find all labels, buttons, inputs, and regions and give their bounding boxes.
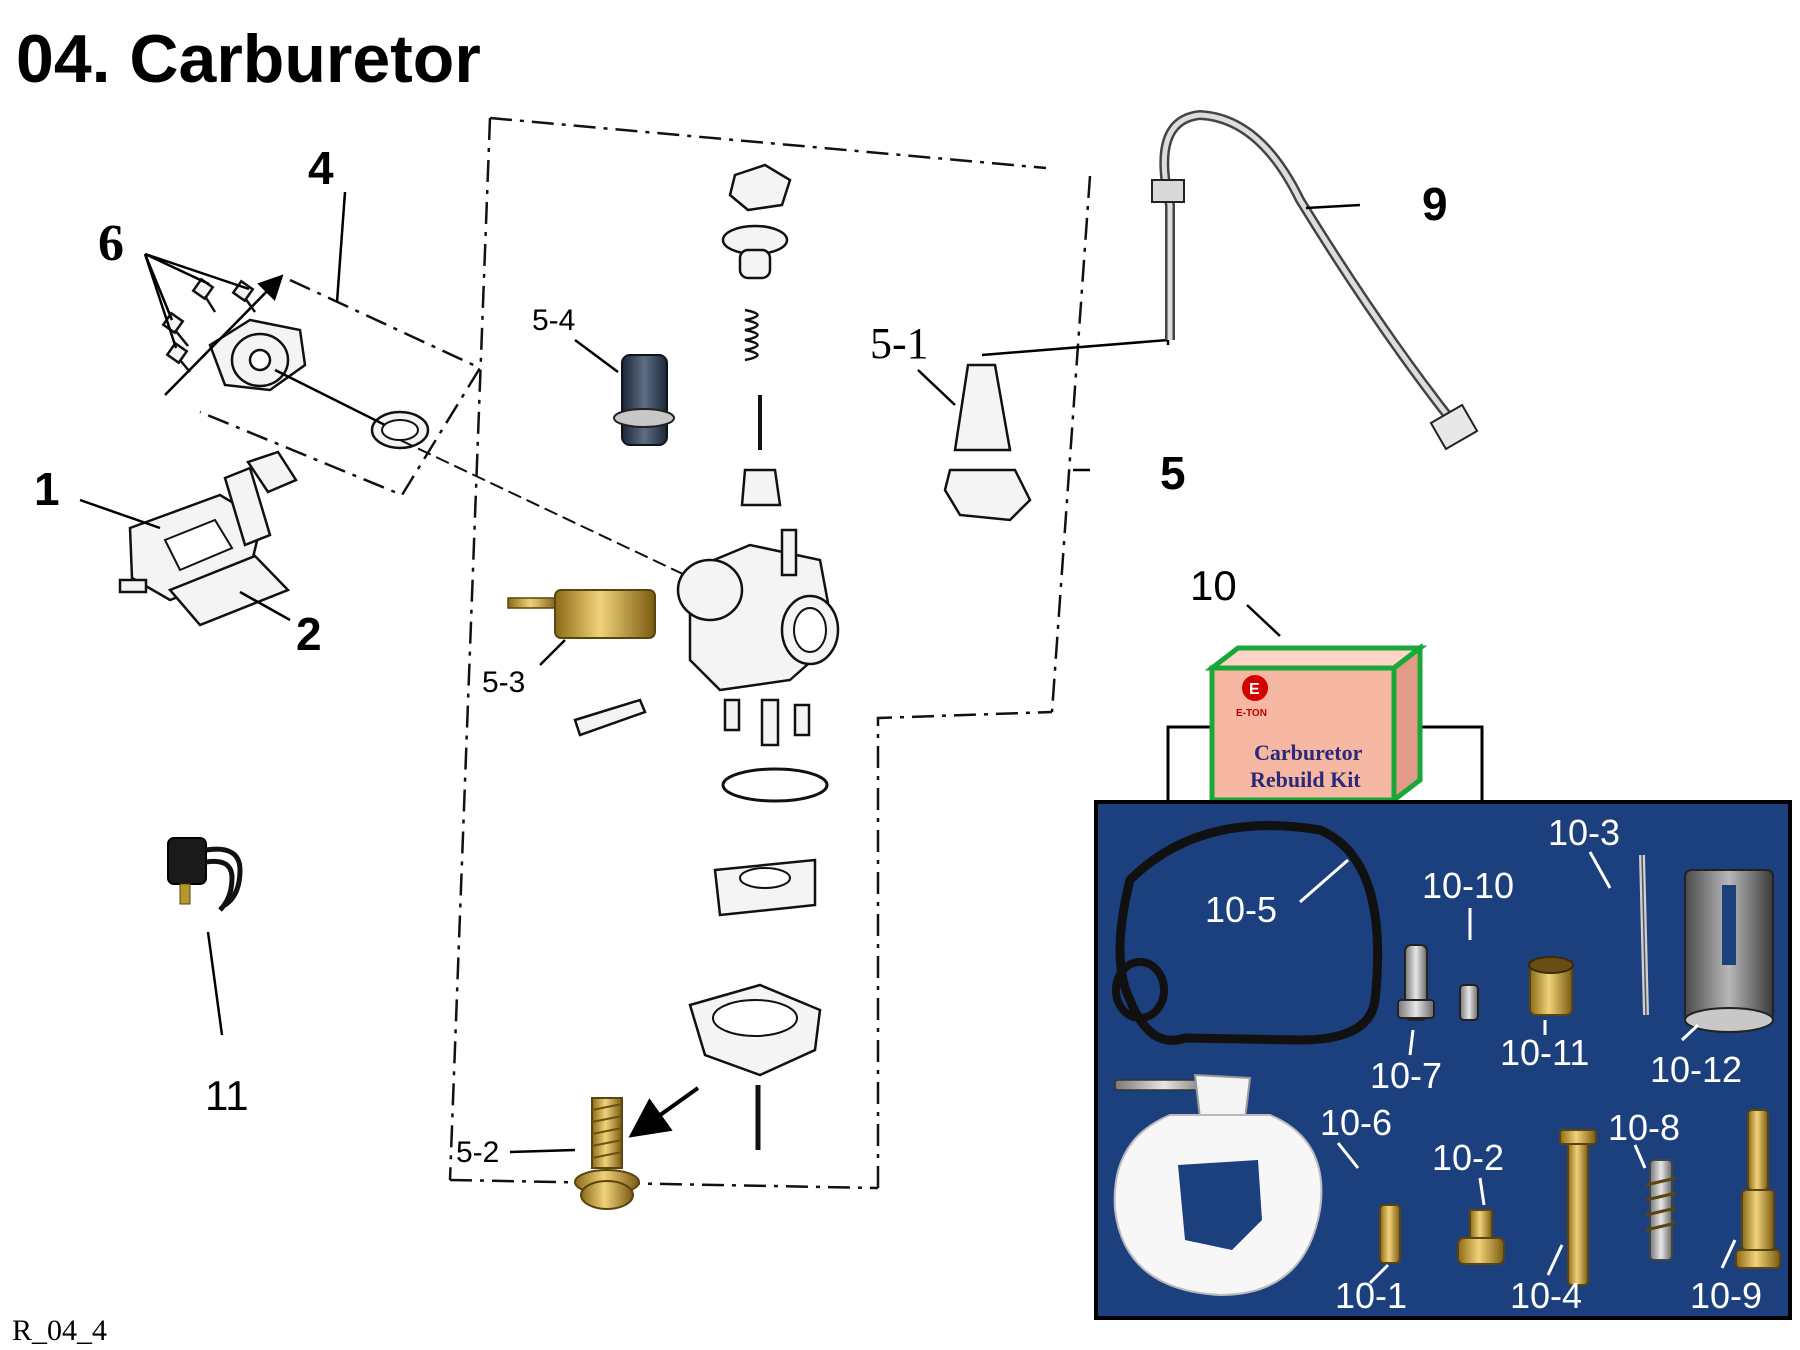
- kit-box-line1: Carburetor: [1254, 740, 1363, 765]
- part-10-7: [1397, 944, 1435, 1021]
- part-10-6-float: [1113, 1073, 1323, 1297]
- callout-6: 6: [98, 215, 124, 272]
- callout-2: 2: [296, 608, 322, 660]
- electric-choke-11: [167, 837, 243, 912]
- kit-contents-panel: 10-5 10-10 10-3 10-7 10-11 10-12 10-6 10…: [1094, 800, 1792, 1320]
- kit-label-10-4: 10-4: [1510, 1275, 1582, 1316]
- callout-5: 5: [1160, 447, 1186, 499]
- kit-label-10-11: 10-11: [1500, 1032, 1589, 1073]
- throttle-cap-5-1: [943, 338, 1170, 522]
- callout-9: 9: [1422, 178, 1448, 230]
- kit-label-10-6: 10-6: [1320, 1102, 1392, 1143]
- callout-10: 10: [1190, 562, 1237, 609]
- eton-logo-text: E-TON: [1236, 708, 1267, 719]
- part-10-10: [1459, 984, 1479, 1021]
- callout-1: 1: [34, 463, 60, 515]
- screw-5-2: [574, 1086, 700, 1210]
- throttle-cable-9: [1151, 109, 1479, 451]
- carburetor-assembly-outline: [448, 116, 1092, 1190]
- airbox-assembly: [161, 274, 482, 497]
- kit-box-line2: Rebuild Kit: [1250, 767, 1361, 792]
- part-10-3-needle: [1639, 854, 1649, 1016]
- kit-label-10-3: 10-3: [1548, 812, 1620, 853]
- carburetor-body: [399, 163, 840, 1150]
- kit-label-10-10: 10-10: [1422, 865, 1514, 906]
- part-10-8: [1645, 1159, 1677, 1261]
- callout-leaders: [79, 191, 1361, 1154]
- part-10-1: [1379, 1204, 1401, 1264]
- part-10-12-slide: [1684, 869, 1774, 1033]
- part-10-5-gasket: [1115, 821, 1383, 1045]
- footer-code: R_04_4: [12, 1314, 107, 1347]
- kit-label-10-2: 10-2: [1432, 1137, 1504, 1178]
- kit-label-10-7: 10-7: [1370, 1055, 1442, 1096]
- page-title: 04. Carburetor: [16, 21, 481, 97]
- part-10-2: [1457, 1209, 1505, 1265]
- reed-valve-gaskets: [118, 450, 298, 627]
- eton-logo: E E-TON: [1236, 675, 1268, 719]
- callout-5-1: 5-1: [870, 319, 929, 368]
- svg-text:E: E: [1249, 681, 1260, 698]
- kit-label-10-8: 10-8: [1608, 1107, 1680, 1148]
- hose-5-4: [613, 354, 675, 446]
- callout-5-3: 5-3: [482, 666, 525, 699]
- kit-label-10-9: 10-9: [1690, 1275, 1762, 1316]
- kit-label-10-12: 10-12: [1650, 1049, 1742, 1090]
- part-10-4: [1559, 1129, 1597, 1286]
- kit-label-10-5: 10-5: [1205, 889, 1277, 930]
- part-10-9: [1735, 1109, 1781, 1269]
- kit-label-10-1: 10-1: [1335, 1275, 1407, 1316]
- rebuild-kit-box: E E-TON Carburetor Rebuild Kit: [1166, 642, 1484, 806]
- callout-11: 11: [205, 1072, 249, 1119]
- part-10-11: [1528, 956, 1574, 1016]
- callout-5-2: 5-2: [456, 1136, 499, 1169]
- callout-4: 4: [308, 142, 334, 194]
- fuel-filter-5-3: [507, 589, 656, 639]
- callout-5-4: 5-4: [532, 304, 575, 337]
